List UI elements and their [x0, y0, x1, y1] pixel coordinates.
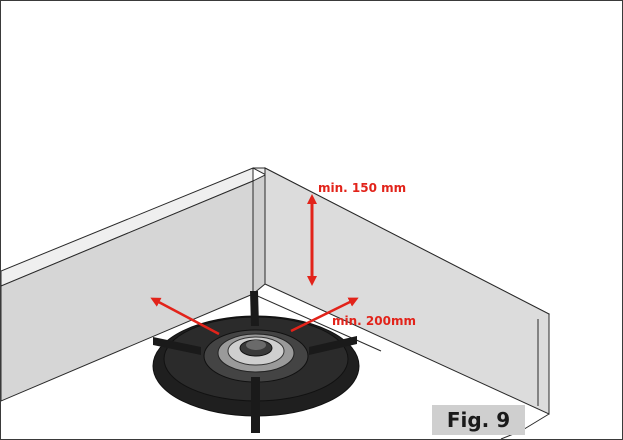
right-wall [252, 167, 551, 415]
burner-icon [152, 291, 360, 433]
figure-number-badge: Fig. 9 [432, 405, 525, 435]
height-clearance-label: min. 150 mm [318, 181, 407, 195]
side-clearance-label: min. 200mm [332, 314, 416, 328]
right-clearance-arrow [290, 297, 359, 333]
left-clearance-arrow [150, 297, 220, 336]
floor-outline [252, 293, 550, 439]
